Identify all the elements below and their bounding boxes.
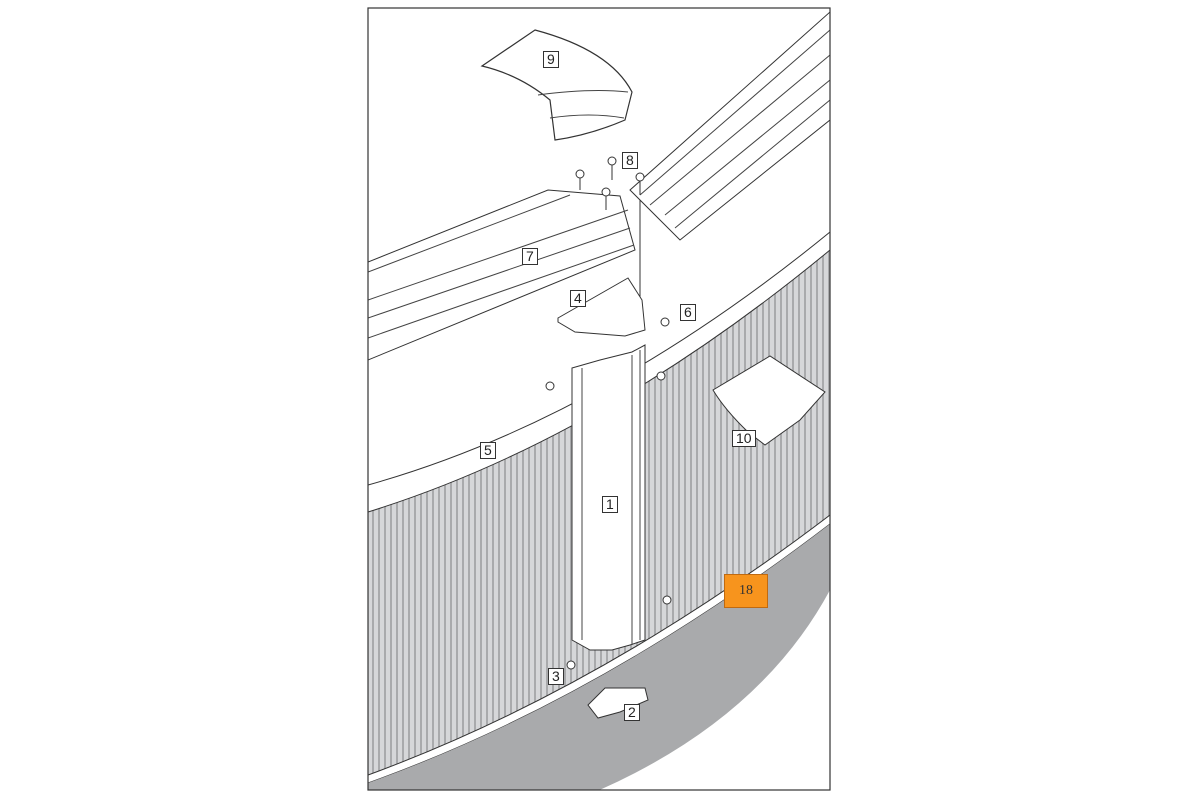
drawing-frame xyxy=(367,7,831,791)
label-part-8: 8 xyxy=(622,152,638,169)
label-part-5: 5 xyxy=(480,442,496,459)
highlight-callout-18[interactable]: 18 xyxy=(724,574,768,608)
side-cap-10 xyxy=(712,355,826,446)
top-ledge-7 xyxy=(368,189,636,361)
label-part-1: 1 xyxy=(602,496,618,513)
screws-8 xyxy=(575,156,645,210)
label-part-7: 7 xyxy=(522,248,538,265)
base-plate-2 xyxy=(587,687,649,719)
top-cap-9 xyxy=(480,29,633,141)
bracket-4 xyxy=(557,277,646,337)
top-ledge-right xyxy=(629,11,830,241)
top-rail-5 xyxy=(368,231,830,513)
label-part-3: 3 xyxy=(548,668,564,685)
label-part-10: 10 xyxy=(732,430,756,447)
label-part-2: 2 xyxy=(624,704,640,721)
label-part-4: 4 xyxy=(570,290,586,307)
ground-surface xyxy=(368,524,830,790)
label-part-6: 6 xyxy=(680,304,696,321)
label-part-9: 9 xyxy=(543,51,559,68)
screws xyxy=(545,317,672,670)
